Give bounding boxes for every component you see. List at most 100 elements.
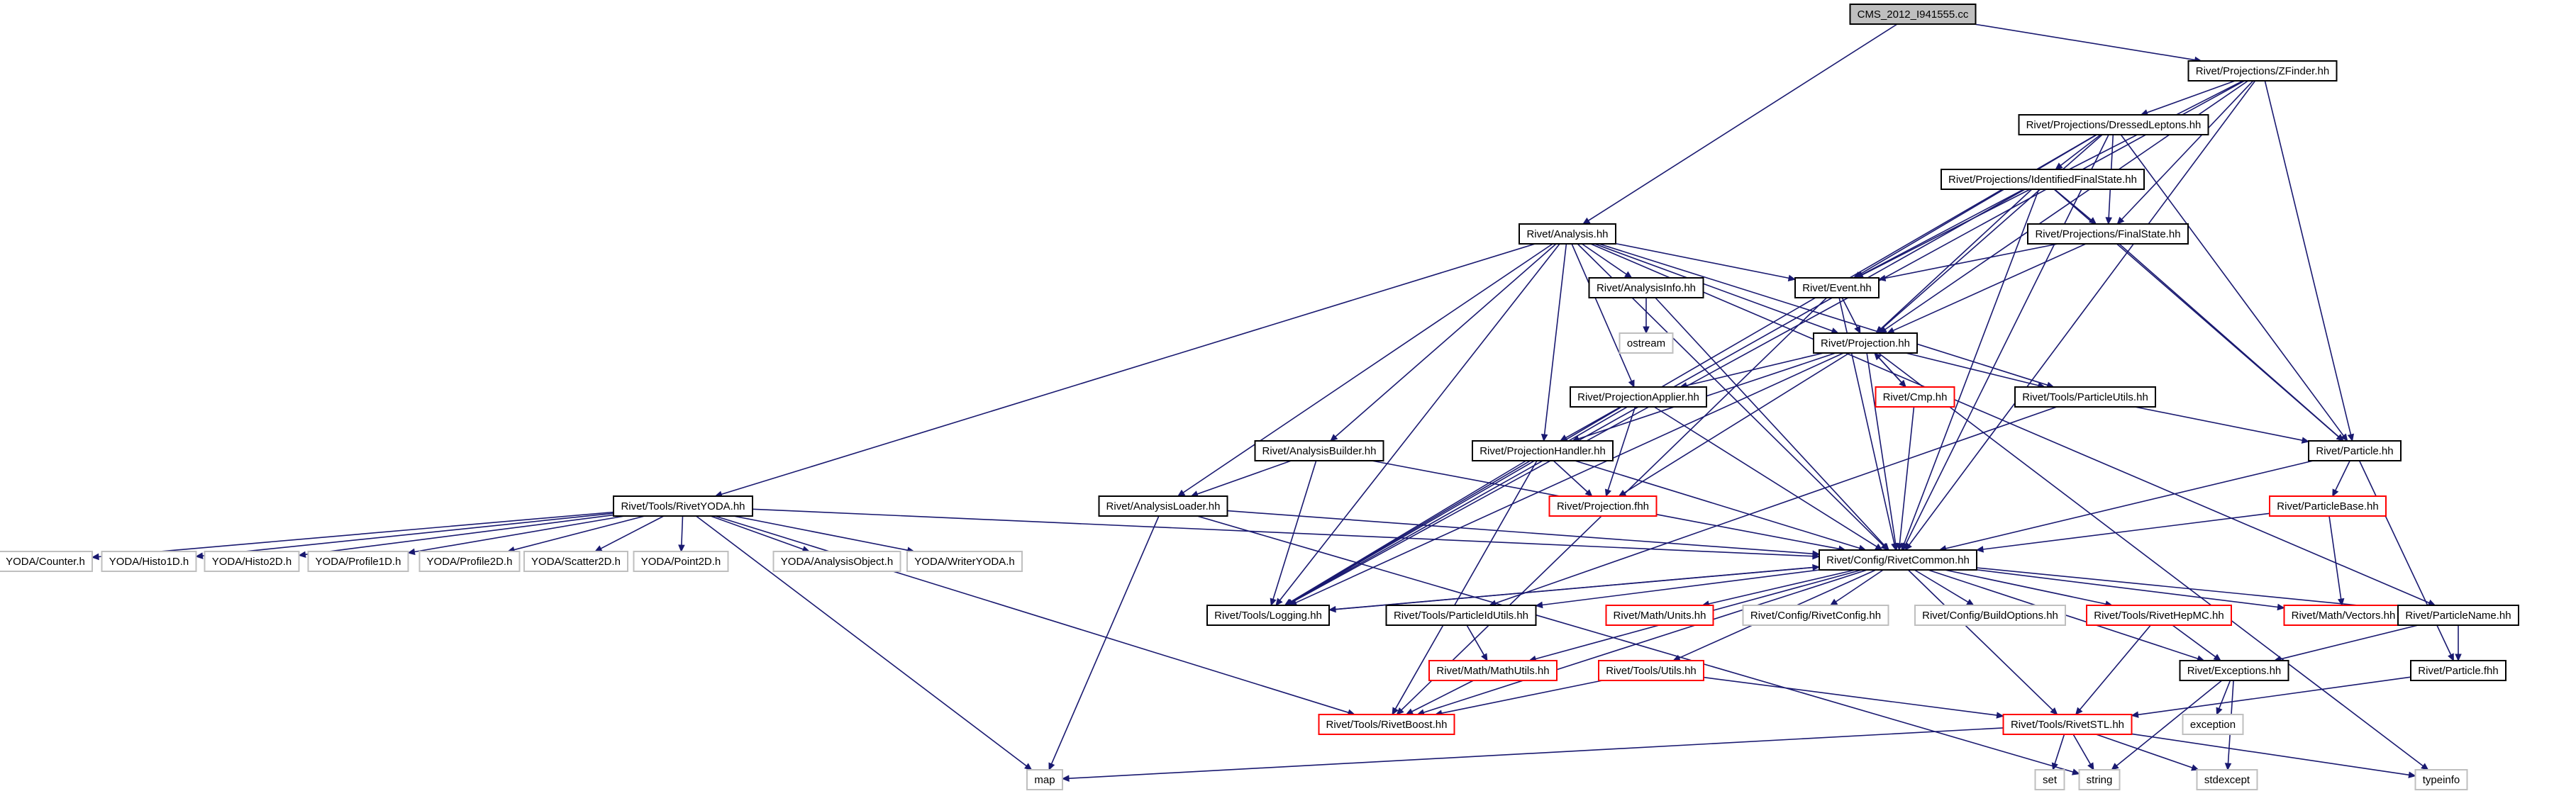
node-label: set (2043, 774, 2058, 786)
node-rivet-particle-fhh[interactable]: Rivet/Particle.fhh (2410, 660, 2506, 681)
node-rivet-math-mathutils-hh[interactable]: Rivet/Math/MathUtils.hh (1428, 660, 1558, 681)
node-label: Rivet/Projections/IdentifiedFinalState.h… (1948, 174, 2137, 186)
node-rivet-projections-identifiedfinalstate-hh[interactable]: Rivet/Projections/IdentifiedFinalState.h… (1941, 169, 2145, 190)
node-set: set (2034, 769, 2065, 790)
node-rivet-config-rivetcommon-hh[interactable]: Rivet/Config/RivetCommon.hh (1819, 549, 1977, 571)
node-label: Rivet/Math/MathUtils.hh (1436, 665, 1549, 677)
node-label: stdexcept (2204, 774, 2250, 786)
node-label: CMS_2012_I941555.cc (1858, 9, 1969, 21)
node-rivet-tools-utils-hh[interactable]: Rivet/Tools/Utils.hh (1598, 660, 1704, 681)
node-rivet-analysisloader-hh[interactable]: Rivet/AnalysisLoader.hh (1098, 495, 1228, 517)
node-label: Rivet/Projection.hh (1821, 337, 1910, 349)
edge-abuilder-to-logging (1270, 460, 1317, 607)
node-rivet-tools-particleidutils-hh[interactable]: Rivet/Tools/ParticleIdUtils.hh (1385, 605, 1537, 626)
node-rivet-exceptions-hh[interactable]: Rivet/Exceptions.hh (2179, 660, 2289, 681)
node-label: Rivet/Event.hh (1802, 282, 1872, 294)
node-rivet-math-vectors-hh[interactable]: Rivet/Math/Vectors.hh (2283, 605, 2404, 626)
edge-analysis-to-ryoda (714, 243, 1536, 498)
node-label: string (2087, 774, 2113, 786)
edge-papplier-to-common (1653, 406, 1883, 551)
edge-rstl-to-stdexcept (2096, 734, 2199, 771)
edge-ryoda-to-aobj (710, 515, 811, 553)
node-rivet-event-hh[interactable]: Rivet/Event.hh (1794, 277, 1880, 298)
edge-pidutils-to-mathutils (1466, 624, 1488, 662)
node-label: Rivet/Particle.fhh (2418, 665, 2498, 677)
edge-exceptions-to-string (2111, 680, 2223, 770)
node-rivet-projectionhandler-hh[interactable]: Rivet/ProjectionHandler.hh (1472, 440, 1614, 461)
node-label: Rivet/Math/Vectors.hh (2292, 610, 2396, 622)
node-label: YODA/WriterYODA.h (914, 556, 1014, 568)
node-rivet-tools-rivethepmc-hh[interactable]: Rivet/Tools/RivetHepMC.hh (2086, 605, 2232, 626)
node-label: Rivet/Projections/FinalState.hh (2035, 228, 2180, 240)
edge-event-to-proj (1841, 297, 1861, 335)
node-rivet-tools-rivetyoda-hh[interactable]: Rivet/Tools/RivetYODA.hh (613, 495, 753, 517)
node-yoda-counter-h: YODA/Counter.h (0, 551, 93, 572)
node-label: YODA/Profile2D.h (427, 556, 513, 568)
node-rivet-analysisinfo-hh[interactable]: Rivet/AnalysisInfo.hh (1588, 277, 1704, 298)
edge-proj-to-putils (1905, 352, 2046, 389)
node-label: Rivet/AnalysisLoader.hh (1106, 500, 1221, 512)
node-rivet-projection-hh[interactable]: Rivet/Projection.hh (1813, 332, 1918, 354)
node-label: Rivet/Exceptions.hh (2187, 665, 2282, 677)
node-yoda-histo2d-h: YODA/Histo2D.h (204, 551, 300, 572)
edge-particle-to-common (1938, 460, 2314, 552)
node-rivet-particlebase-hh[interactable]: Rivet/ParticleBase.hh (2269, 495, 2387, 517)
edge-common-to-rboost (1416, 569, 1867, 716)
node-rivet-projections-dressedleptons-hh[interactable]: Rivet/Projections/DressedLeptons.hh (2018, 114, 2209, 135)
node-label: YODA/AnalysisObject.h (781, 556, 893, 568)
edge-ryoda-to-s2d (594, 515, 665, 552)
node-rivet-projections-zfinder-hh[interactable]: Rivet/Projections/ZFinder.hh (2187, 60, 2338, 82)
node-rivet-analysisbuilder-hh[interactable]: Rivet/AnalysisBuilder.hh (1254, 440, 1384, 461)
node-label: Rivet/Config/BuildOptions.hh (1922, 610, 2058, 622)
node-label: Rivet/Cmp.hh (1883, 391, 1948, 403)
node-label: Rivet/Tools/ParticleIdUtils.hh (1394, 610, 1528, 622)
node-rivet-particle-hh[interactable]: Rivet/Particle.hh (2308, 440, 2402, 461)
node-yoda-point2d-h: YODA/Point2D.h (633, 551, 729, 572)
edge-rstl-to-string (2072, 734, 2094, 771)
edge-pname-to-pfhh2 (2455, 625, 2462, 662)
node-rivet-projectionapplier-hh[interactable]: Rivet/ProjectionApplier.hh (1570, 386, 1707, 408)
edge-zfinder-to-fs (2116, 80, 2254, 225)
edge-particle-to-pbase (2332, 460, 2350, 498)
node-rivet-tools-particleutils-hh[interactable]: Rivet/Tools/ParticleUtils.hh (2014, 386, 2156, 408)
edge-hepmc-to-rstl (2075, 624, 2151, 715)
edge-dressed-to-particle (2120, 134, 2348, 442)
node-exception: exception (2182, 714, 2244, 735)
node-rivet-tools-rivetstl-hh[interactable]: Rivet/Tools/RivetSTL.hh (2002, 714, 2133, 735)
node-label: YODA/Profile1D.h (316, 556, 401, 568)
edge-papplier-to-pfhh (1604, 406, 1636, 498)
node-rivet-projection-fhh[interactable]: Rivet/Projection.fhh (1548, 495, 1658, 517)
edge-papplier-to-phandler (1559, 406, 1621, 442)
node-rivet-cmp-hh[interactable]: Rivet/Cmp.hh (1875, 386, 1955, 408)
edge-dressed-to-common (1902, 134, 2109, 551)
edge-layer (91, 23, 2462, 782)
node-label: Rivet/Tools/RivetHepMC.hh (2094, 610, 2224, 622)
node-rivet-tools-rivetboost-hh[interactable]: Rivet/Tools/RivetBoost.hh (1318, 714, 1455, 735)
edge-root-to-zfinder (1974, 23, 2202, 64)
node-label: Rivet/ProjectionHandler.hh (1479, 445, 1606, 457)
node-label: Rivet/Tools/RivetYODA.hh (621, 500, 745, 512)
edge-common-to-rstl (1907, 569, 2058, 715)
edge-phandler-to-logging (1284, 460, 1527, 606)
edge-rstl-to-set (2051, 734, 2065, 771)
node-map: map (1026, 769, 1063, 790)
node-label: Rivet/Projections/ZFinder.hh (2196, 65, 2329, 77)
edge-rstl-to-typeinfo (2131, 733, 2416, 778)
node-cms-2012-i941555-cc[interactable]: CMS_2012_I941555.cc (1849, 4, 1977, 25)
node-rivet-math-units-hh[interactable]: Rivet/Math/Units.hh (1605, 605, 1714, 626)
node-rivet-projections-finalstate-hh[interactable]: Rivet/Projections/FinalState.hh (2027, 223, 2189, 245)
node-rivet-tools-logging-hh[interactable]: Rivet/Tools/Logging.hh (1206, 605, 1330, 626)
node-stdexcept: stdexcept (2196, 769, 2258, 790)
node-label: YODA/Scatter2D.h (531, 556, 621, 568)
node-label: Rivet/Tools/Utils.hh (1606, 665, 1697, 677)
edge-fs-to-particle (2119, 243, 2345, 442)
node-label: Rivet/Projection.fhh (1557, 500, 1649, 512)
edge-fs-to-proj (1886, 243, 2087, 334)
edge-common-to-pidutils (1535, 569, 1820, 609)
node-rivet-particlename-hh[interactable]: Rivet/ParticleName.hh (2397, 605, 2519, 626)
node-label: exception (2190, 719, 2236, 731)
node-label: Rivet/Tools/RivetBoost.hh (1326, 719, 1448, 731)
edge-common-to-vectors (1976, 569, 2285, 611)
node-rivet-analysis-hh[interactable]: Rivet/Analysis.hh (1519, 223, 1616, 245)
edge-mathutils-to-rboost (1405, 680, 1474, 715)
